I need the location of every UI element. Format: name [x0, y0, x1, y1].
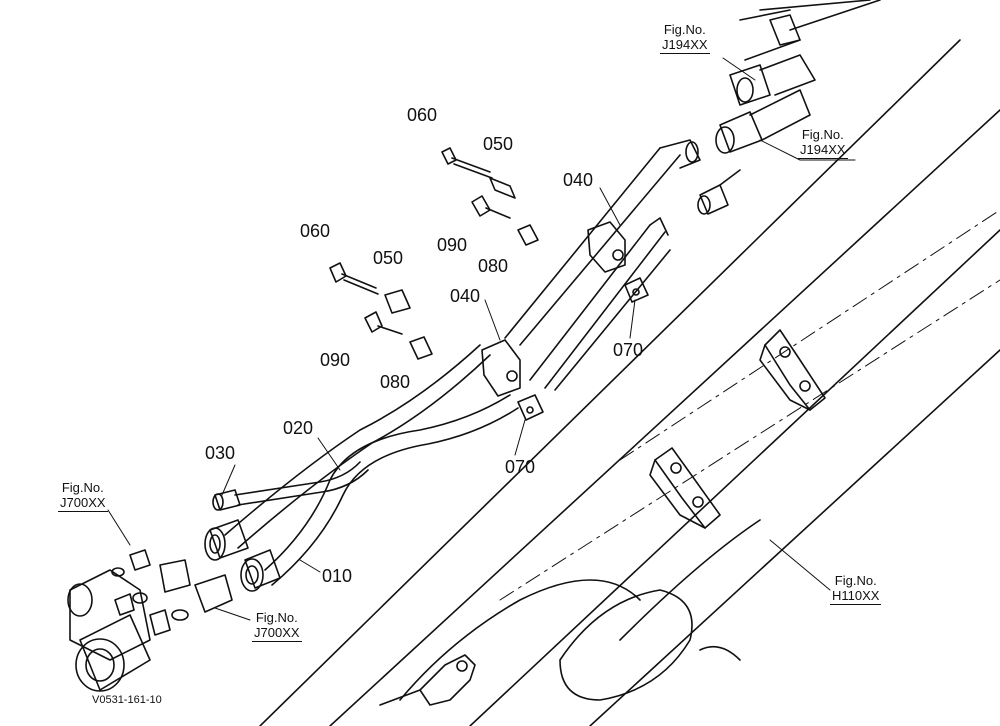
label-010: 010 [322, 566, 353, 586]
label-080-upper: 080 [478, 256, 509, 276]
label-020: 020 [283, 418, 314, 438]
frame-lug [379, 654, 476, 706]
hose-020 [224, 344, 491, 549]
label-080-lower: 080 [380, 372, 411, 392]
fig-ref-j194-right: Fig.No. J194XX [798, 127, 848, 159]
fig-ref-j194-top: Fig.No. J194XX [660, 22, 710, 54]
label-040-lower: 040 [450, 286, 481, 306]
fig-ref-h110: Fig.No. H110XX [830, 573, 882, 605]
bolts-lower [329, 262, 433, 360]
left-fittings [67, 549, 233, 692]
upper-hose-pipe [504, 139, 701, 391]
hose-010 [264, 394, 519, 586]
clamp-070-lower [517, 394, 544, 421]
boom-frame [259, 39, 1000, 726]
fig-ref-j700-bottom: Fig.No. J700XX [252, 610, 302, 642]
hose-030 [234, 461, 369, 506]
label-040-upper: 040 [563, 170, 594, 190]
upper-fittings [697, 0, 881, 215]
label-030: 030 [205, 443, 236, 463]
label-060-lower: 060 [300, 221, 331, 241]
frame-bracket-lower [649, 447, 721, 529]
leader-lines [107, 57, 856, 621]
fig-ref-j700-left: Fig.No. J700XX [58, 480, 108, 512]
clamp-040-upper [587, 221, 626, 273]
label-090-upper: 090 [437, 235, 468, 255]
clamp-040-lower [481, 339, 521, 397]
clamp-070-upper [624, 277, 649, 303]
hose-end-fittings [204, 489, 281, 592]
frame-bracket-upper [759, 329, 826, 411]
label-050-lower: 050 [373, 248, 404, 268]
bolts-upper [441, 147, 539, 246]
label-090-lower: 090 [320, 350, 351, 370]
drawing-code: V0531-161-10 [92, 694, 162, 706]
label-070-upper: 070 [613, 340, 644, 360]
label-060-upper: 060 [407, 105, 438, 125]
label-070-lower: 070 [505, 457, 536, 477]
label-050-upper: 050 [483, 134, 514, 154]
